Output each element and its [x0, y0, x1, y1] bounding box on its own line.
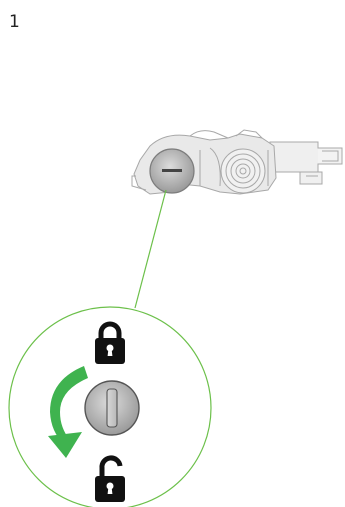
padlock-closed-icon [95, 321, 125, 364]
callout-leader-line [134, 189, 167, 309]
screw-head-detail [84, 380, 140, 436]
cleaner-head-part [131, 129, 343, 195]
step-number: 1 [9, 12, 20, 32]
padlock-open-icon [95, 455, 125, 502]
screw-slot [162, 169, 182, 172]
counterclockwise-arrow-icon [48, 366, 88, 458]
screw-slot-detail [106, 388, 118, 428]
